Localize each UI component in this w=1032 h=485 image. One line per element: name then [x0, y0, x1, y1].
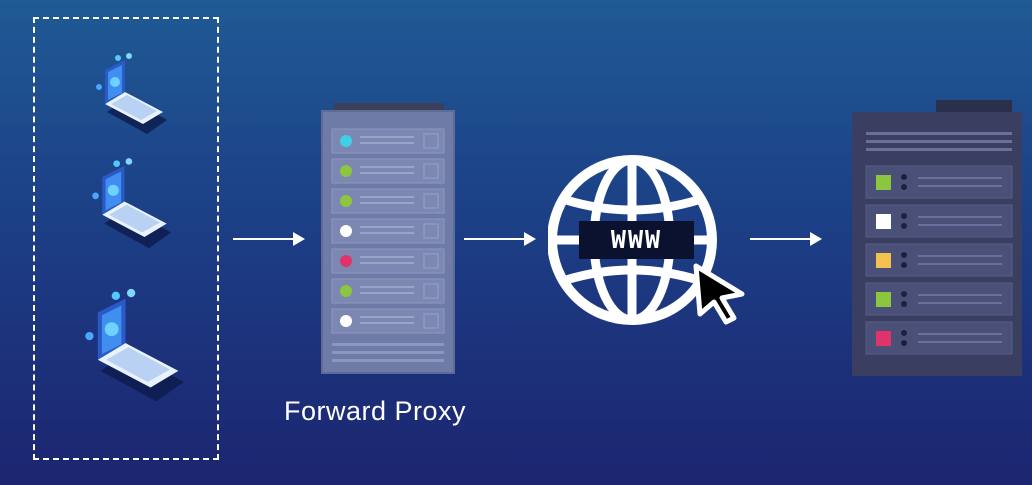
arrow-proxy-to-internet — [464, 229, 536, 249]
proxy-server-slot — [331, 278, 445, 304]
destination-server-slot — [865, 282, 1013, 316]
proxy-server-slot — [331, 128, 445, 154]
status-led — [340, 225, 352, 237]
proxy-server-slot — [331, 248, 445, 274]
proxy-server-icon — [321, 103, 455, 374]
laptop-1-icon — [96, 53, 167, 134]
status-led — [876, 292, 891, 307]
destination-server-slot — [865, 321, 1013, 355]
status-led — [876, 175, 891, 190]
status-led — [340, 195, 352, 207]
status-led — [340, 135, 352, 147]
destination-server-slot — [865, 204, 1013, 238]
arrow-clients-to-proxy — [233, 229, 305, 249]
forward-proxy-label: Forward Proxy — [284, 396, 467, 426]
status-led — [340, 255, 352, 267]
www-label: WWW — [579, 221, 694, 259]
proxy-server-slot — [331, 188, 445, 214]
destination-server-slot — [865, 165, 1013, 199]
laptop-2-icon — [92, 158, 172, 249]
laptop-3-icon — [85, 288, 184, 402]
proxy-server-slot — [331, 308, 445, 334]
client-group-box — [33, 17, 219, 460]
status-led — [876, 331, 891, 346]
arrow-internet-to-server — [750, 229, 822, 249]
status-led — [876, 253, 891, 268]
proxy-server-slot — [331, 218, 445, 244]
proxy-server-slot — [331, 158, 445, 184]
mouse-cursor-icon — [693, 263, 745, 325]
status-led — [876, 214, 891, 229]
destination-server-slot — [865, 243, 1013, 277]
status-led — [340, 285, 352, 297]
status-led — [340, 315, 352, 327]
destination-server-icon — [852, 100, 1022, 376]
status-led — [340, 165, 352, 177]
